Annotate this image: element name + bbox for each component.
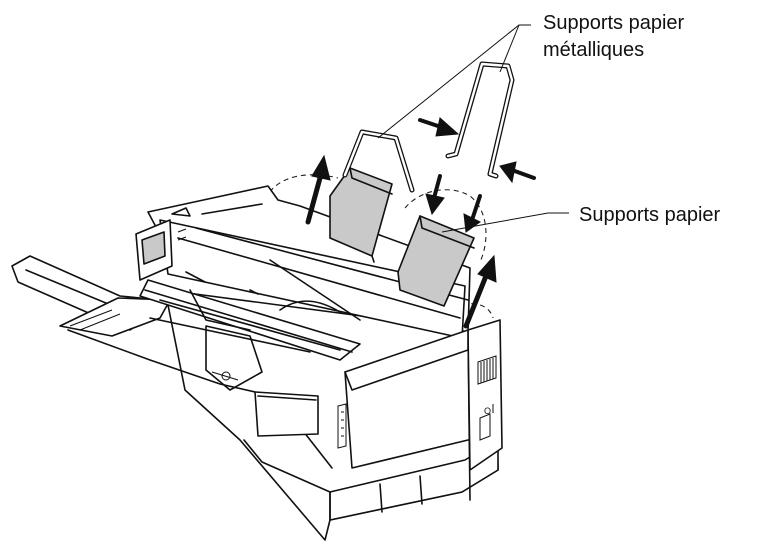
arrow-up-right [463,254,497,329]
arrow-up-left [305,154,331,225]
paper-supports-label: Supports papier [579,204,721,226]
metal-supports-label-line2: métalliques [543,39,645,61]
arrow-down-right [463,194,482,233]
metal-support-installed [342,129,415,193]
operator-panel [135,219,187,281]
right-side-panel: O [467,319,503,471]
svg-text:O: O [484,406,491,416]
arrow-right-push [499,161,536,184]
paper-support-right [397,215,475,307]
front-side-panel [337,329,469,449]
metal-support-free [445,61,515,179]
arrow-left-push [418,117,460,137]
arrow-down-left [425,174,445,216]
leader-lines [377,24,569,233]
metal-supports-label-line1: Supports papier [543,12,685,34]
platen-lines [149,259,361,353]
